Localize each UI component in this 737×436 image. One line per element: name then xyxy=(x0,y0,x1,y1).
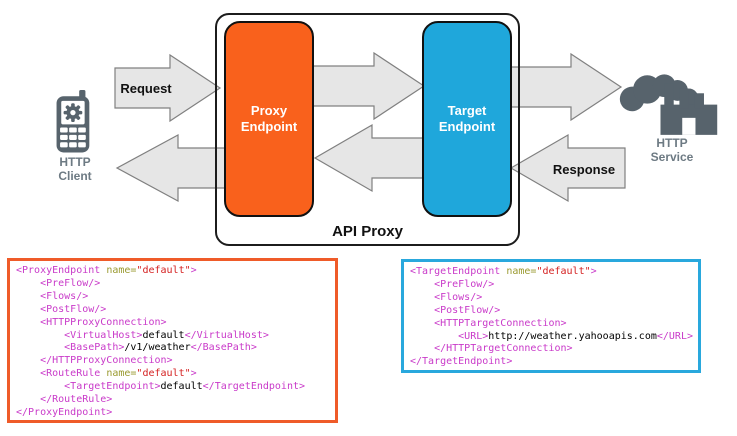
response-arrow-label: Response xyxy=(552,162,616,177)
code-line: </RouteRule> xyxy=(16,394,113,406)
code-line: <PostFlow/> xyxy=(16,303,107,315)
code-line: <PreFlow/> xyxy=(410,278,495,290)
code-line: <URL>http://weather.yahooapis.com</URL> xyxy=(410,330,693,342)
code-line: </TargetEndpoint> xyxy=(410,356,513,368)
code-line: <ProxyEndpoint name="default"> xyxy=(16,265,197,276)
code-line: <RouteRule name="default"> xyxy=(16,368,197,380)
code-line: </HTTPProxyConnection> xyxy=(16,355,173,367)
client-return-arrow xyxy=(115,133,228,203)
code-line: <PostFlow/> xyxy=(410,304,501,316)
http-service-label: HTTP Service xyxy=(650,136,694,164)
code-line: <TargetEndpoint name="default"> xyxy=(410,266,597,277)
code-line: <VirtualHost>default</VirtualHost> xyxy=(16,329,269,341)
code-line: <HTTPTargetConnection> xyxy=(410,317,567,329)
mobile-phone-icon xyxy=(56,90,90,153)
request-arrow-label: Request xyxy=(120,81,172,96)
http-client-label: HTTP Client xyxy=(58,155,92,183)
code-line: </ProxyEndpoint> xyxy=(16,406,113,418)
code-line: <TargetEndpoint>default</TargetEndpoint> xyxy=(16,381,306,393)
proxy-endpoint-code: <ProxyEndpoint name="default"> <PreFlow/… xyxy=(7,258,338,423)
code-line: <BasePath>/v1/weather</BasePath> xyxy=(16,342,257,354)
proxy-endpoint-box: Proxy Endpoint xyxy=(224,21,314,217)
factory-door xyxy=(682,117,696,135)
target-endpoint-box: Target Endpoint xyxy=(422,21,512,217)
code-line: <PreFlow/> xyxy=(16,277,101,289)
target-endpoint-code: <TargetEndpoint name="default"> <PreFlow… xyxy=(401,259,701,373)
code-line: <HTTPProxyConnection> xyxy=(16,316,167,328)
target-to-service-arrow xyxy=(510,52,623,122)
factory-icon xyxy=(619,74,718,135)
code-line: <Flows/> xyxy=(16,290,89,302)
api-proxy-container xyxy=(215,13,520,246)
api-proxy-label: API Proxy xyxy=(332,223,403,240)
code-line: <Flows/> xyxy=(410,291,483,303)
phone-keypad xyxy=(60,127,86,148)
gear-icon xyxy=(63,103,83,122)
code-line: </HTTPTargetConnection> xyxy=(410,343,573,355)
